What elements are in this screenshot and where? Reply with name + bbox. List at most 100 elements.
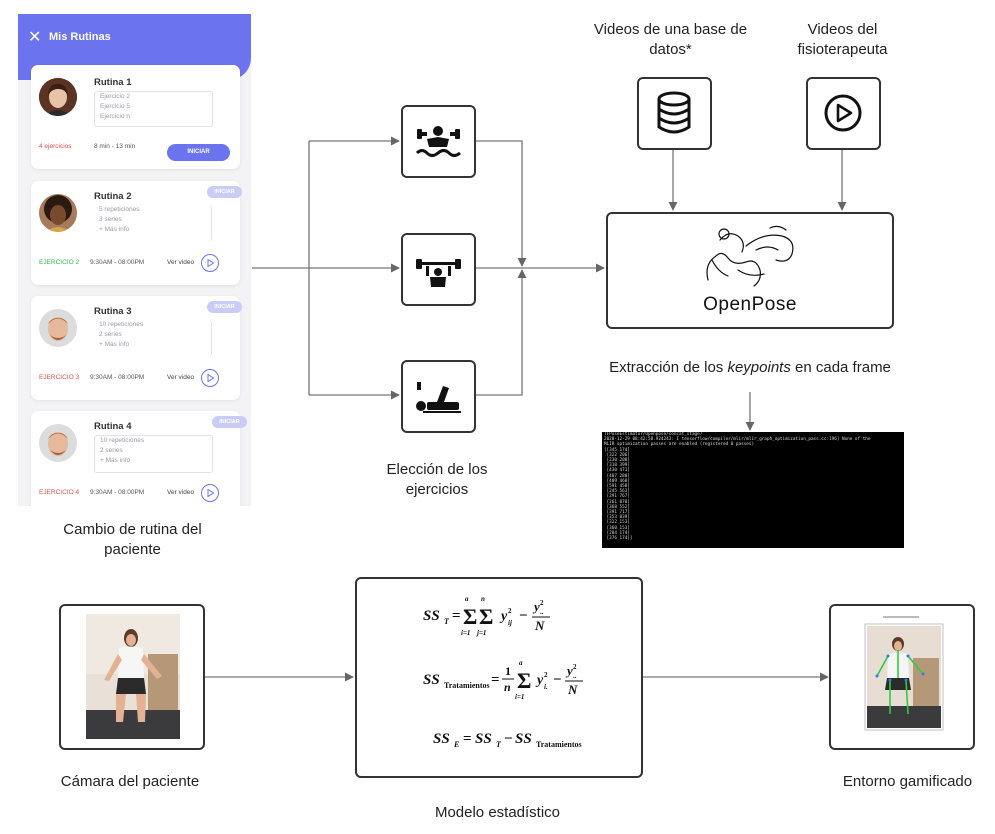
terminal-line: [368 552]	[604, 504, 630, 510]
svg-text:ij: ij	[508, 619, 512, 627]
detail-line: Ejercicio 5	[100, 103, 130, 110]
formula-ss-total: SS T = Σ a i=1 Σ n j=1 y 2 ij − y 2 .. N	[423, 595, 550, 637]
start-button[interactable]: INICIAR	[212, 416, 247, 428]
routine-change-label: Cambio de rutina del paciente	[63, 521, 202, 558]
svg-text:a: a	[519, 659, 523, 667]
routine-details: 5 repeticiones 3 series + Más info	[94, 205, 212, 241]
openpose-box: OpenPose	[606, 212, 894, 329]
detail-line: 5 repeticiones	[99, 206, 140, 213]
avatar	[39, 194, 77, 232]
play-icon[interactable]	[201, 369, 219, 387]
formula-ss-treatments: SS Tratamientos = 1 n Σ a i=1 y 2 i. − y…	[423, 659, 583, 701]
terminal-line: [409 468]	[604, 478, 630, 484]
play-icon[interactable]	[201, 254, 219, 272]
terminal-line: TFPoseEstimator/Openpose/concat_stage7	[604, 432, 703, 437]
detail-line: Ejercicio 2	[100, 93, 130, 100]
terminal-line: [284 174]	[604, 530, 630, 536]
svg-text:y: y	[532, 599, 540, 614]
terminal-line: [291 767]	[604, 494, 630, 500]
svg-text:SS: SS	[475, 731, 492, 747]
routine-name: Rutina 4	[94, 421, 132, 432]
routine-schedule: 9:30AM - 08:00PM	[90, 489, 145, 496]
svg-text:i.: i.	[544, 683, 548, 691]
detail-line: 10 repeticiones	[100, 437, 145, 444]
detail-line: + Más info	[99, 341, 130, 348]
exercise-1-box	[401, 105, 476, 178]
svg-text:SS: SS	[423, 608, 440, 624]
exercise-label: EJERCICIO 2	[39, 259, 80, 266]
formula-ss-error: SS E = SS T − SS Tratamientos	[433, 731, 582, 749]
svg-text:2: 2	[508, 607, 512, 615]
avatar	[39, 78, 77, 116]
terminal-line: MLIR optimization passes are enabled (re…	[604, 442, 755, 448]
routine-schedule: 9:30AM - 08:00PM	[90, 259, 145, 266]
routine-name: Rutina 3	[94, 306, 132, 317]
gamified-environment-box	[829, 604, 975, 750]
terminal-line: [318 399]	[604, 463, 630, 469]
svg-text:Tratamientos: Tratamientos	[536, 740, 582, 749]
svg-text:n: n	[481, 595, 485, 603]
terminal-line: [391 717]	[604, 510, 630, 516]
database-icon	[657, 91, 691, 134]
watch-video-link[interactable]: Ver video	[167, 259, 195, 266]
svg-text:i=1: i=1	[515, 693, 524, 701]
svg-text:−: −	[504, 731, 513, 747]
physio-videos-label: Videos del fisioterapeuta	[797, 21, 888, 58]
person-lying-exercise-icon	[416, 382, 461, 413]
exercise-label: EJERCICIO 3	[39, 374, 80, 381]
detail-line: Ejercicio n	[100, 113, 130, 120]
exercise-label: EJERCICIO 4	[39, 489, 80, 496]
svg-text:..: ..	[573, 672, 577, 680]
patient-camera-box	[59, 604, 205, 750]
keypoints-prefix: Extracción de los	[609, 359, 728, 376]
start-button[interactable]: INICIAR	[207, 301, 242, 313]
physio-video-box	[806, 77, 881, 150]
statistical-model-label: Modelo estadístico	[434, 804, 561, 821]
terminal-line: [591 458]	[604, 484, 630, 490]
play-icon[interactable]	[201, 484, 219, 502]
person-dumbbells-water-icon	[415, 126, 461, 157]
svg-text:E: E	[453, 740, 459, 749]
terminal-line: [322 206]	[604, 452, 630, 458]
routine-card-2[interactable]: Rutina 2 INICIAR 5 repeticiones 3 series…	[31, 181, 242, 285]
svg-text:=: =	[491, 672, 500, 688]
routine-card-4[interactable]: Rutina 4 INICIAR 10 repeticiones 2 serie…	[31, 411, 247, 506]
svg-text:N: N	[534, 618, 545, 633]
terminal-output: TFPoseEstimator/Openpose/concat_stage7 2…	[602, 432, 904, 548]
start-button[interactable]: INICIAR	[207, 186, 242, 198]
svg-text:SS: SS	[433, 731, 450, 747]
merge-line-1	[474, 140, 527, 267]
patient-photo	[86, 614, 180, 739]
watch-video-link[interactable]: Ver video	[167, 489, 195, 496]
terminal-line: [353 839]	[604, 515, 630, 521]
close-icon[interactable]: ✕	[28, 29, 42, 46]
detail-line: 10 repeticiones	[99, 321, 144, 328]
detail-line: 3 series	[99, 216, 122, 223]
svg-text:1: 1	[505, 664, 511, 678]
play-circle-icon	[824, 94, 862, 132]
avatar	[39, 309, 77, 347]
routine-card-1[interactable]: Rutina 1 Ejercicio 2 Ejercicio 5 Ejercic…	[31, 65, 240, 169]
svg-text:Tratamientos: Tratamientos	[444, 681, 490, 690]
gamified-environment-label: Entorno gamificado	[842, 773, 973, 790]
watch-video-link[interactable]: Ver video	[167, 374, 195, 381]
person-weights-overhead-icon	[416, 259, 461, 287]
svg-text:2: 2	[544, 671, 548, 679]
svg-text:n: n	[504, 680, 511, 694]
terminal-line: [360 153]	[604, 525, 630, 531]
detail-line: 2 series	[100, 447, 123, 454]
svg-text:=: =	[463, 731, 472, 747]
avatar	[39, 424, 77, 462]
routine-card-3[interactable]: Rutina 3 INICIAR 10 repeticiones 2 serie…	[31, 296, 242, 400]
svg-text:Σ: Σ	[479, 604, 493, 629]
exercise-2-box	[401, 233, 476, 306]
svg-text:i=1: i=1	[461, 629, 470, 637]
terminal-line: [261 870]	[604, 499, 630, 505]
routine-details: Ejercicio 2 Ejercicio 5 Ejercicio n	[94, 91, 213, 127]
start-button[interactable]: INICIAR	[167, 144, 230, 161]
exercise-choice-label: Elección de los ejercicios	[386, 461, 488, 498]
database-box	[637, 77, 712, 150]
terminal-line: 2020-12-29 08:42:58.924243: I tensorflow…	[604, 437, 871, 443]
terminal-line: [376 174]]	[604, 536, 633, 542]
svg-text:a: a	[465, 595, 469, 603]
